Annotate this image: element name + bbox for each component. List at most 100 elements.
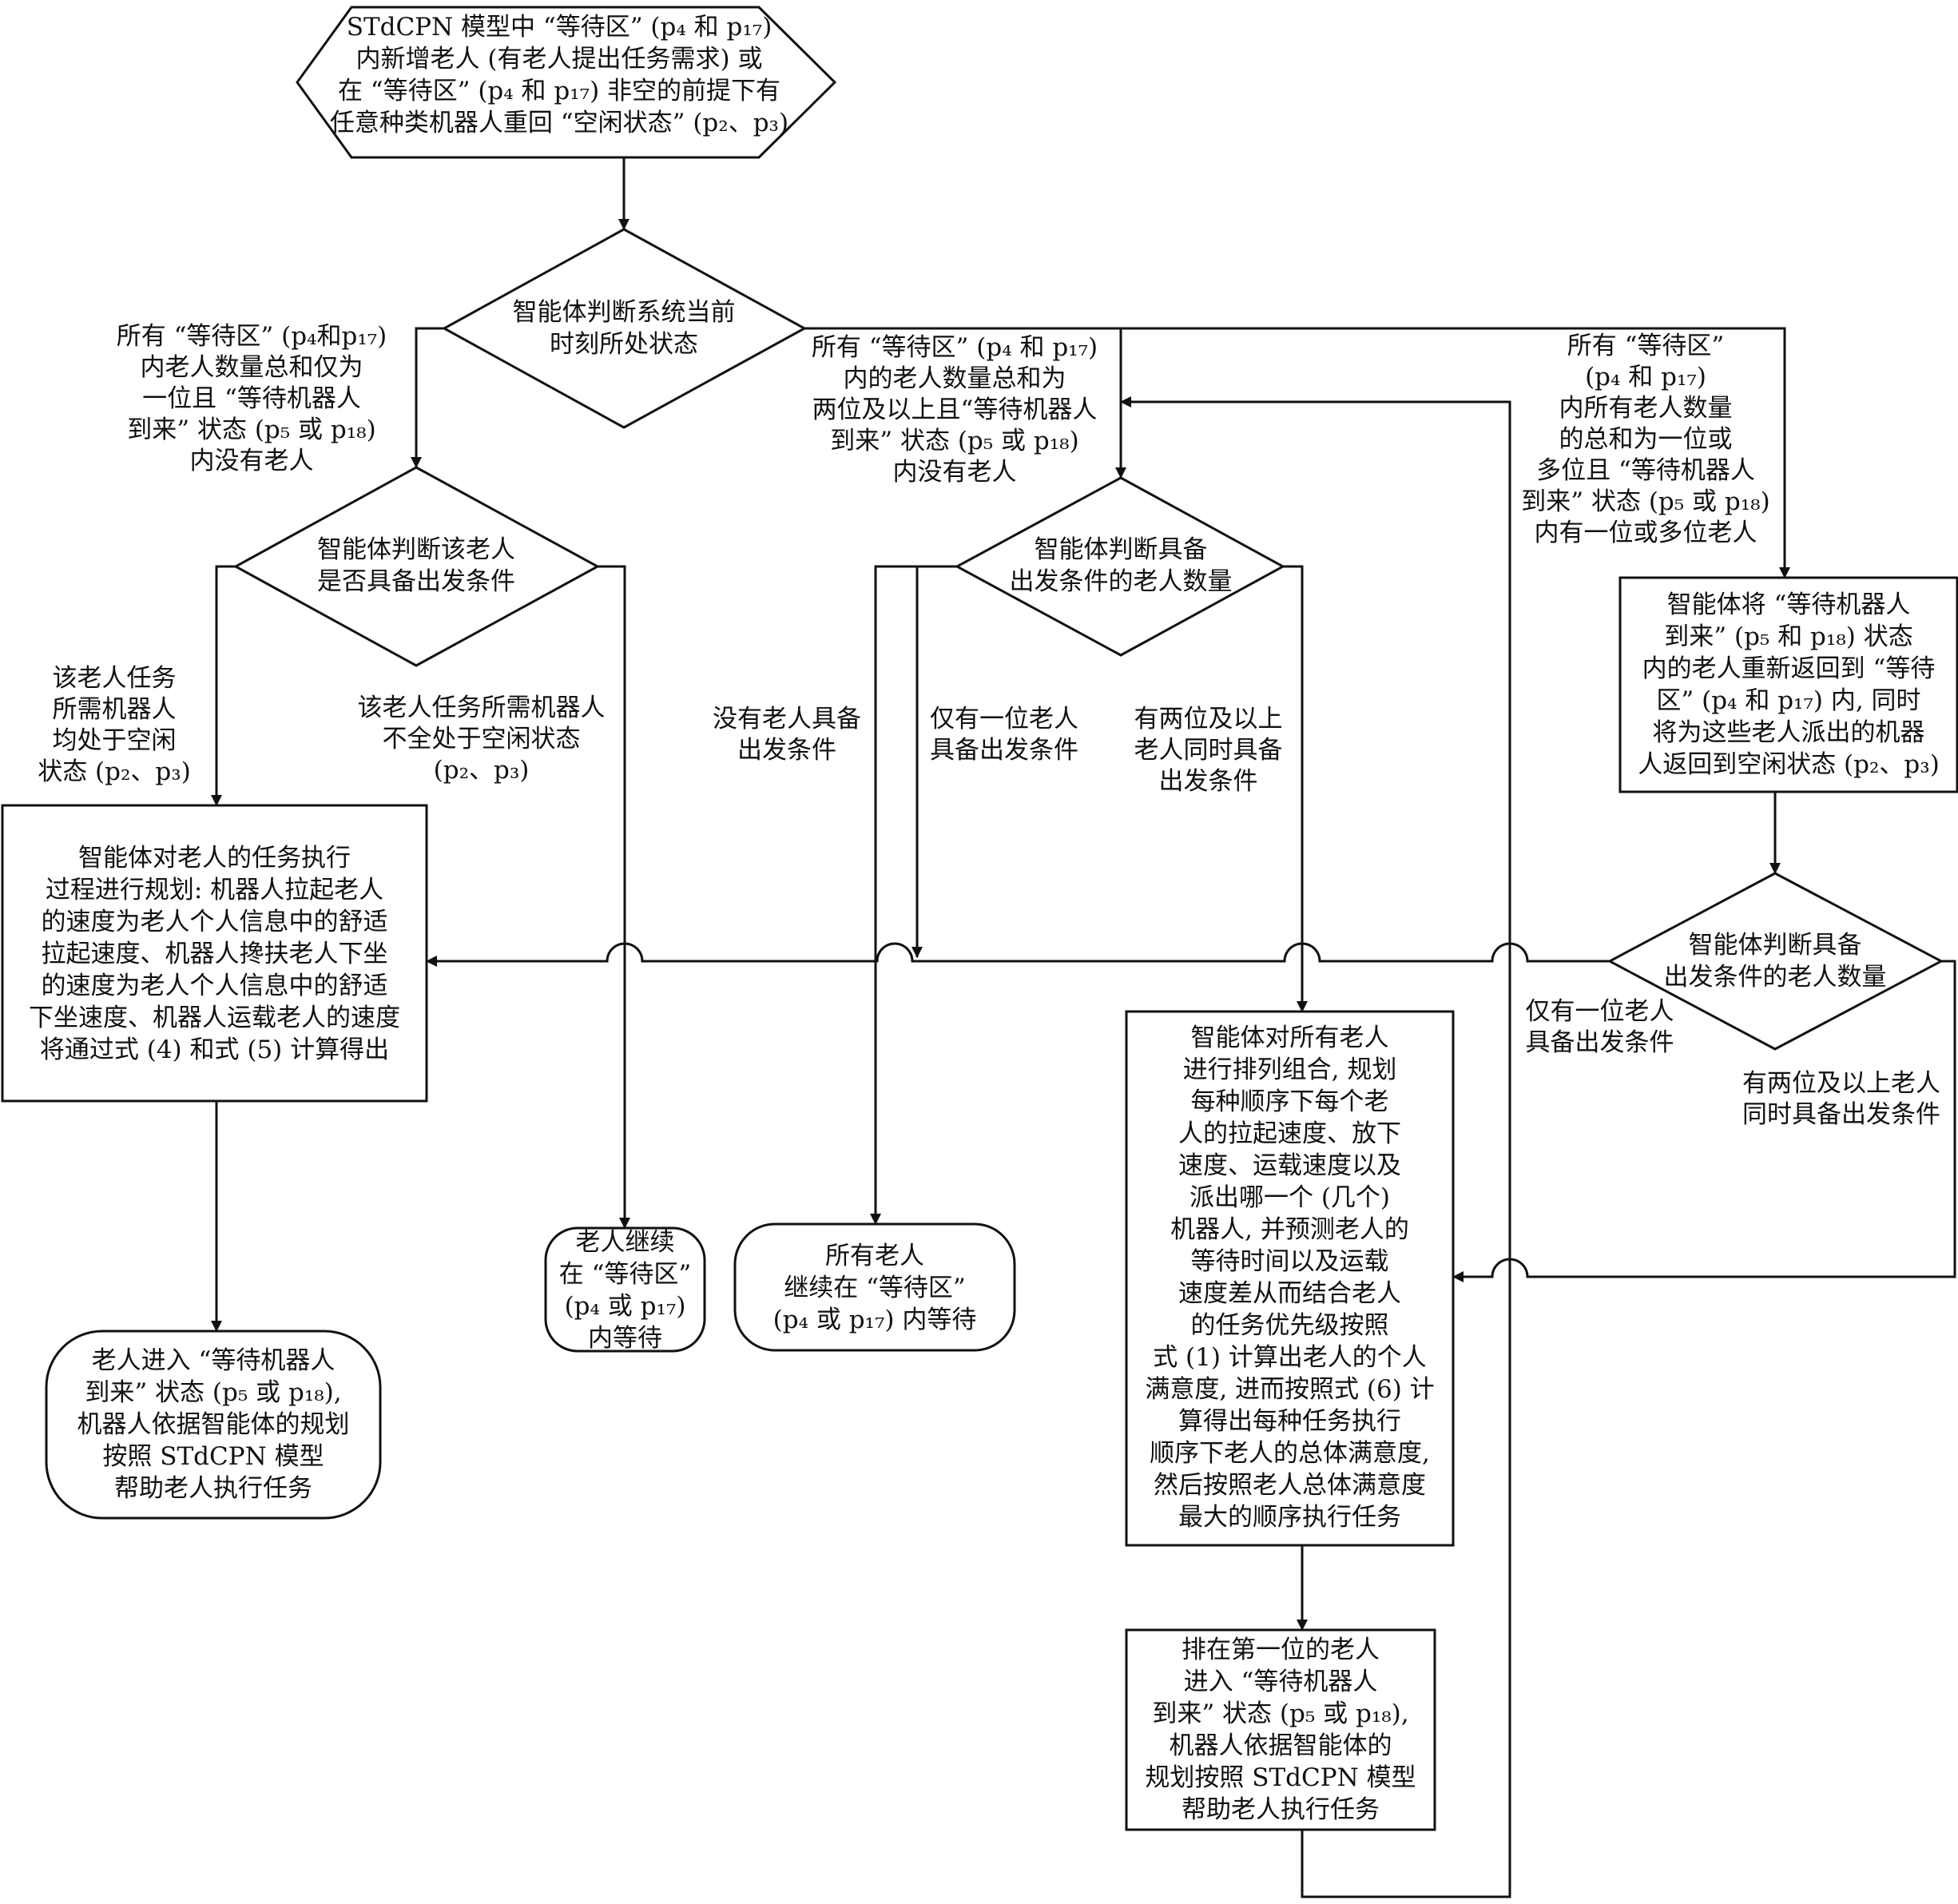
label-mid-one-line-1: 仅有一位老人 [930,705,1078,733]
start-text: STdCPN 模型中 “等待区” (p₄ 和 p₁₇) 内新增老人 (有老人提出… [328,11,791,139]
label-mid-none-line-1: 没有老人具备 [713,705,861,733]
first-line-3: 到来” 状态 (p₅ 或 p₁₈), [1152,1699,1409,1728]
enter-one-line-5: 帮助老人执行任务 [114,1474,312,1503]
plan-line-2: 过程进行规划: 机器人拉起老人 [45,876,384,904]
start-line-2: 内新增老人 (有老人提出任务需求) 或 [355,45,763,74]
label-state-single-line-5: 内没有老人 [189,447,314,475]
perm-line-2: 进行排列组合, 规划 [1182,1055,1397,1084]
label-mid-many-line-1: 有两位及以上 [1134,705,1283,733]
decision-count-right-line-2: 出发条件的老人数量 [1663,963,1887,992]
decision-count-mid-line-2: 出发条件的老人数量 [1009,567,1233,596]
reset-line-2: 到来” (p₅ 和 p₁₈) 状态 [1664,622,1913,651]
perm-line-13: 算得出每种任务执行 [1178,1407,1401,1436]
label-state-single-line-4: 到来” 状态 (p₅ 或 p₁₈) [127,415,376,444]
first-line-6: 帮助老人执行任务 [1182,1795,1380,1824]
perm-line-6: 派出哪一个 (几个) [1189,1183,1391,1212]
decision-count-mid-text: 智能体判断具备 出发条件的老人数量 [985,534,1257,598]
label-one-no-line-2: 不全处于空闲状态 [382,725,581,753]
perm-line-10: 的任务优先级按照 [1190,1311,1389,1340]
start-line-4: 任意种类机器人重回 “空闲状态” (p₂、p₃) [329,109,789,137]
wait-all-line-3: (p₄ 或 p₁₇) 内等待 [772,1306,977,1334]
reset-line-3: 内的老人重新返回到 “等待 [1642,654,1936,683]
label-right-one: 仅有一位老人 具备出发条件 [1514,996,1686,1059]
edge-mid-one [911,565,957,958]
perm-line-9: 速度差从而结合老人 [1178,1279,1401,1308]
perm-line-16: 最大的顺序执行任务 [1178,1503,1401,1532]
label-state-single-line-2: 内老人数量总和仅为 [140,353,363,382]
first-line-4: 机器人依据智能体的 [1169,1731,1392,1760]
edge-one-yes [211,565,236,806]
label-state-waiting-line-3: 内所有老人数量 [1559,394,1733,423]
start-hexagon [296,6,837,159]
label-mid-one: 仅有一位老人 具备出发条件 [920,704,1088,766]
wait-all-line-2: 继续在 “等待区” [784,1274,966,1302]
first-box [1125,1628,1436,1831]
perm-line-4: 人的拉起速度、放下 [1178,1119,1401,1148]
label-mid-none: 没有老人具备 出发条件 [703,704,871,766]
enter-one-line-2: 到来” 状态 (p₅ 或 p₁₈), [85,1378,342,1407]
start-line-3: 在 “等待区” (p₄ 和 p₁₇) 非空的前提下有 [337,77,781,105]
label-right-one-line-1: 仅有一位老人 [1525,997,1674,1026]
label-one-yes-line-1: 该老人任务 [52,664,177,693]
enter-one-line-3: 机器人依据智能体的规划 [77,1410,350,1439]
decision-count-right-text: 智能体判断具备 出发条件的老人数量 [1639,929,1911,993]
edge-one-no [598,565,630,1229]
plan-line-1: 智能体对老人的任务执行 [78,844,351,873]
edge-state-to-one [411,327,444,468]
perm-line-14: 顺序下老人的总体满意度, [1150,1439,1430,1468]
plan-line-7: 将通过式 (4) 和式 (5) 计算得出 [39,1035,390,1064]
decision-state-diamond [441,228,808,429]
label-state-single: 所有 “等待区” (p₄和p₁₇) 内老人数量总和仅为 一位且 “等待机器人 到… [96,321,407,477]
wait-one-line-3: (p₄ 或 p₁₇) [564,1292,686,1321]
reset-line-6: 人返回到空闲状态 (p₂、p₃) [1638,750,1940,779]
edge-mid-many [1283,565,1308,1012]
label-state-waiting-line-6: 到来” 状态 (p₅ 或 p₁₈) [1521,487,1770,516]
perm-text: 智能体对所有老人 进行排列组合, 规划 每种顺序下每个老 人的拉起速度、放下 速… [1128,1022,1452,1533]
label-mid-one-line-2: 具备出发条件 [930,736,1078,765]
label-right-one-line-2: 具备出发条件 [1525,1028,1674,1057]
enter-one-line-1: 老人进入 “等待机器人 [91,1346,336,1375]
decision-state-line-2: 时刻所处状态 [550,330,698,359]
reset-text: 智能体将 “等待机器人 到来” (p₅ 和 p₁₈) 状态 内的老人重新返回到 … [1622,589,1956,781]
label-one-yes-line-2: 所需机器人 [52,695,177,724]
decision-state-line-1: 智能体判断系统当前 [512,298,736,327]
label-one-yes-line-3: 均处于空闲 [52,726,177,755]
label-right-many: 有两位及以上老人 同时具备出发条件 [1726,1068,1957,1131]
label-state-waiting-line-5: 多位且 “等待机器人 [1536,456,1755,485]
perm-line-5: 速度、运载速度以及 [1178,1151,1401,1180]
first-line-2: 进入 “等待机器人 [1183,1667,1378,1696]
label-one-yes: 该老人任务 所需机器人 均处于空闲 状态 (p₂、p₃) [22,663,206,788]
first-text: 排在第一位的老人 进入 “等待机器人 到来” 状态 (p₅ 或 p₁₈), 机器… [1128,1634,1433,1826]
decision-one-line-1: 智能体判断该老人 [317,535,515,564]
perm-line-11: 式 (1) 计算出老人的个人 [1153,1343,1427,1372]
wait-one-line-2: 在 “等待区” [558,1260,692,1289]
decision-one-line-2: 是否具备出发条件 [317,567,515,596]
label-right-many-line-2: 同时具备出发条件 [1742,1100,1940,1129]
reset-line-4: 区” (p₄ 和 p₁₇) 内, 同时 [1656,686,1921,715]
label-state-multi-line-1: 所有 “等待区” (p₄ 和 p₁₇) [811,333,1098,362]
perm-line-12: 满意度, 进而按照式 (6) 计 [1145,1375,1435,1404]
reset-line-5: 将为这些老人派出的机器 [1652,718,1925,747]
label-state-multi-line-4: 到来” 状态 (p₅ 或 p₁₈) [830,427,1079,455]
label-state-waiting: 所有 “等待区” (p₄ 和 p₁₇) 内所有老人数量 的总和为一位或 多位且 … [1514,331,1777,549]
label-state-multi-line-2: 内的老人数量总和为 [843,364,1066,393]
label-one-yes-line-4: 状态 (p₂、p₃) [38,757,191,786]
decision-state-text: 智能体判断系统当前 时刻所处状态 [492,296,756,360]
label-state-single-line-1: 所有 “等待区” (p₄和p₁₇) [116,322,387,351]
label-one-no: 该老人任务所需机器人 不全处于空闲状态 (p₂、p₃) [344,693,619,786]
decision-one-diamond [232,466,601,667]
wait-one-line-4: 内等待 [588,1324,662,1353]
label-one-no-line-3: (p₂、p₃) [433,756,530,785]
label-mid-many-line-3: 出发条件 [1158,767,1258,796]
plan-line-3: 的速度为老人个人信息中的舒适 [41,908,388,936]
plan-line-6: 下坐速度、机器人运载老人的速度 [29,1004,400,1032]
wait-one-line-1: 老人继续 [575,1228,675,1257]
wait-all-line-1: 所有老人 [825,1242,924,1270]
edge-right-many-to-perm [1452,960,1956,1282]
label-state-waiting-line-1: 所有 “等待区” [1567,332,1725,360]
plan-line-5: 的速度为老人个人信息中的舒适 [41,972,388,1000]
label-mid-none-line-2: 出发条件 [737,736,836,765]
reset-line-1: 智能体将 “等待机器人 [1666,590,1911,619]
decision-count-right-line-1: 智能体判断具备 [1688,931,1862,960]
